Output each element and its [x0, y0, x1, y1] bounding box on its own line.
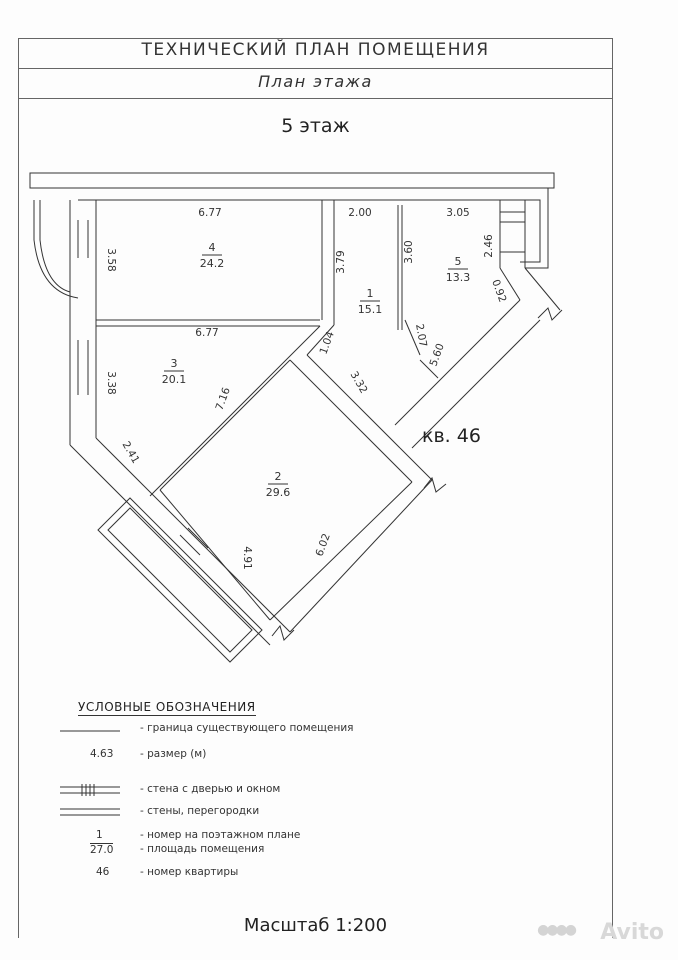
legend-symbol: 46 — [96, 866, 110, 878]
room-3-number: 3 — [171, 357, 178, 370]
room-5-number: 5 — [455, 255, 462, 268]
wall-line — [411, 319, 541, 449]
dim-r2-right: 6.02 — [314, 532, 333, 558]
dim-r1-left: 3.79 — [335, 250, 347, 273]
dim-r3-left: 3.38 — [105, 371, 117, 394]
break-mark — [423, 476, 447, 493]
wall-line — [499, 267, 521, 301]
lower-balcony-inner — [107, 507, 253, 653]
frame-top-line — [18, 38, 613, 39]
wall-line — [306, 354, 401, 449]
document-subtitle: План этажа — [258, 72, 373, 91]
dim-r3-lower: 2.41 — [120, 439, 142, 465]
lower-balcony — [97, 497, 263, 663]
wall-line — [159, 489, 271, 621]
room-5-area: 13.3 — [446, 271, 471, 284]
subtitle-separator — [18, 98, 613, 99]
frame-right-line — [612, 38, 613, 938]
wall-line — [159, 359, 291, 491]
wall-line — [306, 324, 335, 356]
dim-r5-long: 5.60 — [428, 342, 447, 368]
wall-line — [524, 267, 561, 311]
room-2-area: 29.6 — [266, 486, 291, 499]
dim-r5-left: 3.60 — [403, 240, 415, 263]
avito-watermark: Avito — [600, 920, 664, 945]
dim-r1-top: 2.00 — [348, 207, 371, 219]
door-mark — [179, 534, 201, 556]
room-4-number: 4 — [209, 241, 216, 254]
wall-line — [269, 481, 413, 621]
room-4-area: 24.2 — [200, 257, 225, 270]
title-separator — [18, 68, 613, 69]
right-balcony — [525, 187, 549, 269]
dim-r1-bottom: 3.32 — [348, 369, 370, 395]
dim-r4-top: 6.77 — [198, 207, 221, 219]
break-mark — [537, 307, 563, 321]
avito-logo-dots: ●●●● — [537, 922, 577, 938]
scale-label: Масштаб 1:200 — [243, 915, 388, 936]
door-mark — [187, 527, 209, 549]
dim-r5-inner: 2.07 — [413, 323, 429, 348]
dim-r1-diag: 1.04 — [318, 330, 337, 356]
legend-desc: - стена с дверью и окном — [140, 783, 281, 795]
dimension-line — [404, 319, 421, 356]
legend-symbol-area: 27.0 — [90, 843, 114, 856]
floor-plan: 6.77 3.58 6.77 3.38 7.16 2.41 2.00 3.79 … — [29, 172, 563, 663]
break-mark — [271, 624, 295, 641]
top-wall-strip — [29, 172, 555, 189]
dim-r4-left: 3.58 — [105, 248, 117, 271]
floor-label: 5 этаж — [281, 115, 350, 137]
legend-desc: - площадь помещения — [140, 843, 265, 855]
dim-r2-left: 4.91 — [241, 546, 253, 569]
room-3-area: 20.1 — [162, 373, 187, 386]
left-balcony — [39, 200, 71, 293]
wall-line — [149, 325, 321, 497]
boundary-line-symbol — [60, 730, 120, 732]
apartment-label: кв. 46 — [422, 425, 481, 447]
legend-desc: - размер (м) — [140, 748, 207, 760]
dim-r5-top: 3.05 — [446, 207, 469, 219]
dim-r5-diag: 0.92 — [489, 278, 508, 304]
wall-line — [69, 444, 271, 646]
dimension-line — [419, 359, 439, 379]
wall-line — [394, 299, 521, 426]
legend-desc: - стены, перегородки — [140, 805, 260, 817]
legend-desc: - граница существующего помещения — [140, 722, 354, 734]
dim-r4-bottom: 6.77 — [195, 327, 218, 339]
door-window-symbol — [60, 784, 120, 796]
room-2-number: 2 — [275, 470, 282, 483]
room-1-number: 1 — [367, 287, 374, 300]
legend-desc: - номер квартиры — [140, 866, 239, 878]
document-title: ТЕХНИЧЕСКИЙ ПЛАН ПОМЕЩЕНИЯ — [141, 40, 490, 60]
wall-line — [399, 447, 433, 481]
legend-desc: - номер на поэтажном плане — [140, 829, 301, 841]
walls-symbol — [60, 808, 120, 816]
room-1-area: 15.1 — [358, 303, 383, 316]
frame-left-line — [18, 38, 19, 938]
legend-symbol: 4.63 — [90, 748, 114, 760]
wall-line — [95, 437, 291, 633]
wall-line — [289, 479, 433, 633]
dim-r3-diag: 7.16 — [214, 386, 233, 412]
legend-title: УСЛОВНЫЕ ОБОЗНАЧЕНИЯ — [78, 700, 256, 716]
right-balcony-inner — [520, 199, 541, 263]
wall-line — [289, 359, 413, 483]
legend-symbol-number: 1 — [96, 829, 103, 841]
dim-r5-right: 2.46 — [483, 234, 495, 258]
